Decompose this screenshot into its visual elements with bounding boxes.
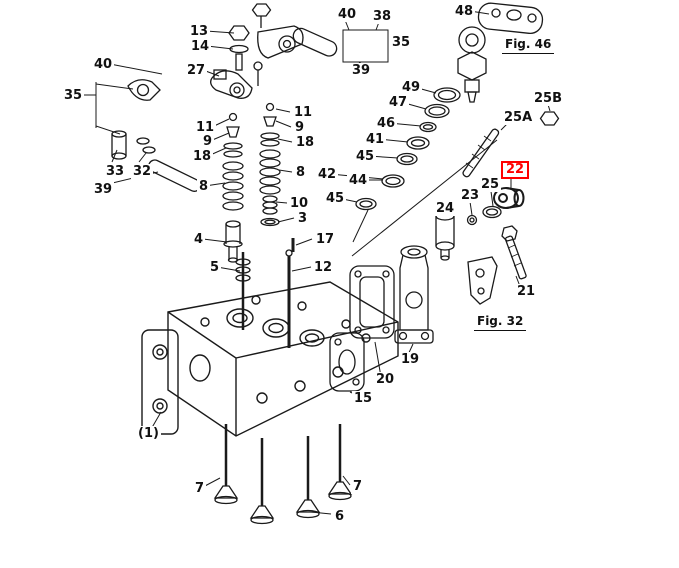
part-label-9[interactable]: 9: [293, 120, 307, 135]
part-label-6[interactable]: 6: [333, 509, 347, 524]
part-label-10[interactable]: 10: [288, 196, 311, 211]
part-label-40[interactable]: 40: [92, 57, 115, 72]
part-label-35[interactable]: 35: [390, 35, 413, 50]
part-label-11[interactable]: 11: [194, 120, 217, 135]
nozzle-holder: [457, 26, 487, 103]
part-label-48[interactable]: 48: [453, 4, 476, 19]
washer-ring-stack: [355, 87, 461, 211]
part-label-38[interactable]: 38: [371, 9, 394, 24]
part-label-4[interactable]: 4: [192, 232, 206, 247]
rocker-arm-assembly-left: [210, 25, 253, 99]
part-label-45[interactable]: 45: [324, 191, 347, 206]
part-label-7[interactable]: 7: [351, 479, 365, 494]
part-label-14[interactable]: 14: [189, 39, 212, 54]
part-label-1[interactable]: (1): [136, 426, 161, 441]
valve-spring-set-right: [259, 102, 281, 227]
part-label-40[interactable]: 40: [336, 7, 359, 22]
part-label-35[interactable]: 35: [62, 88, 85, 103]
cylinder-head-body: [141, 281, 399, 437]
part-label-39[interactable]: 39: [350, 63, 373, 78]
plug-part-22: [493, 187, 525, 209]
part-label-25a[interactable]: 25A: [502, 110, 535, 125]
joint-15: [329, 332, 365, 392]
part-label-9[interactable]: 9: [201, 134, 215, 149]
part-label-8[interactable]: 8: [294, 165, 308, 180]
part-label-19[interactable]: 19: [399, 352, 422, 367]
part-label-8[interactable]: 8: [197, 179, 211, 194]
valve-spring-set-left: [222, 112, 244, 263]
rocker-arm-assembly-center: [251, 3, 338, 86]
part-label-44[interactable]: 44: [347, 173, 370, 188]
part-label-27[interactable]: 27: [185, 63, 208, 78]
part-label-15[interactable]: 15: [352, 391, 375, 406]
part-label-45[interactable]: 45: [354, 149, 377, 164]
small-parts-right: [435, 205, 527, 305]
valves: [213, 424, 353, 525]
housing-19: [394, 245, 434, 344]
part-label-3[interactable]: 3: [296, 211, 310, 226]
part-label-5[interactable]: 5: [208, 260, 222, 275]
figure-ref-fig-46[interactable]: Fig. 46: [502, 37, 555, 54]
part-label-18[interactable]: 18: [191, 149, 214, 164]
part-label-42[interactable]: 42: [316, 167, 339, 182]
part-label-17[interactable]: 17: [314, 232, 337, 247]
part-label-25b[interactable]: 25B: [532, 91, 564, 106]
part-label-47[interactable]: 47: [387, 95, 410, 110]
part-label-39[interactable]: 39: [92, 182, 115, 197]
part-label-11[interactable]: 11: [292, 105, 315, 120]
thread-hatching: [465, 135, 522, 267]
part-label-49[interactable]: 49: [400, 80, 423, 95]
part-label-46[interactable]: 46: [375, 116, 398, 131]
stud-and-nut: [462, 111, 560, 178]
part-label-25[interactable]: 25: [479, 177, 502, 192]
cover-plate: [477, 2, 544, 35]
figure-ref-fig-32[interactable]: Fig. 32: [474, 314, 527, 331]
part-label-21[interactable]: 21: [515, 284, 538, 299]
part-label-22[interactable]: 22: [501, 161, 530, 179]
part-label-23[interactable]: 23: [459, 188, 482, 203]
push-rod-and-stem: [235, 238, 295, 348]
part-label-41[interactable]: 41: [364, 132, 387, 147]
part-label-32[interactable]: 32: [131, 164, 154, 179]
part-label-33[interactable]: 33: [104, 164, 127, 179]
part-label-12[interactable]: 12: [312, 260, 335, 275]
rocker-shaft-and-bushings: [111, 79, 201, 192]
part-label-18[interactable]: 18: [294, 135, 317, 150]
part-label-7[interactable]: 7: [193, 481, 207, 496]
part-label-13[interactable]: 13: [188, 24, 211, 39]
part-label-24[interactable]: 24: [434, 201, 457, 216]
part-label-20[interactable]: 20: [374, 372, 397, 387]
